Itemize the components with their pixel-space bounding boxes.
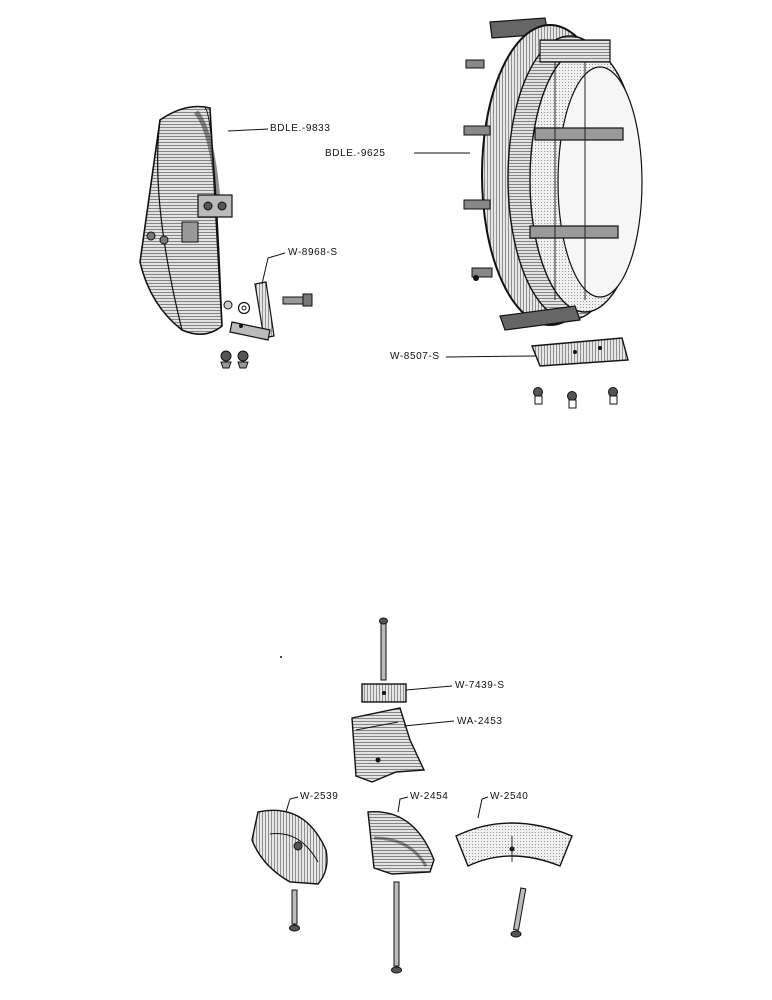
nut-7439 xyxy=(361,683,407,703)
label-w-7439-s: W-7439-S xyxy=(455,680,505,691)
label-w-8968-s: W-8968-S xyxy=(288,247,338,258)
segment-2539 xyxy=(251,809,328,932)
speck xyxy=(280,656,282,658)
drum-assembly-9625 xyxy=(463,17,643,331)
label-w-2540: W-2540 xyxy=(490,791,529,802)
segment-2454 xyxy=(367,811,435,974)
block-8507 xyxy=(531,337,629,409)
long-bolt-top xyxy=(379,617,388,681)
label-bdle-9625: BDLE.-9625 xyxy=(325,148,386,159)
label-w-8507-s: W-8507-S xyxy=(390,351,440,362)
lever-and-hardware-8968 xyxy=(220,281,313,369)
segment-2540 xyxy=(455,822,573,938)
segment-2453 xyxy=(351,707,426,783)
label-wa-2453: WA-2453 xyxy=(457,716,503,727)
band-assembly-9833 xyxy=(139,105,233,335)
label-w-2539: W-2539 xyxy=(300,791,339,802)
leader-lines xyxy=(227,128,537,819)
label-bdle-9833: BDLE.-9833 xyxy=(270,123,331,134)
label-w-2454: W-2454 xyxy=(410,791,449,802)
